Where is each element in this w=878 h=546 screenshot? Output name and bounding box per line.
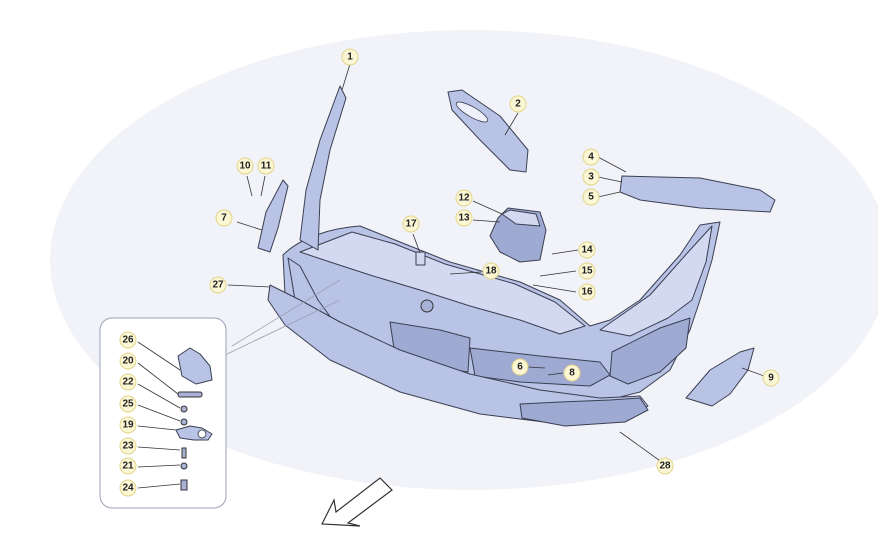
callout-18-label: 18 bbox=[485, 266, 497, 277]
tow-eye-hole bbox=[197, 429, 207, 439]
callout-12-label: 12 bbox=[458, 193, 470, 204]
callout-19: 19 bbox=[119, 416, 137, 434]
callout-20-label: 20 bbox=[122, 356, 134, 367]
callout-23-label: 23 bbox=[122, 441, 134, 452]
callout-27: 27 bbox=[209, 276, 227, 294]
callout-25: 25 bbox=[119, 395, 137, 413]
callout-1: 1 bbox=[341, 48, 359, 66]
callout-2: 2 bbox=[509, 95, 527, 113]
centre-mount-boss bbox=[420, 299, 434, 313]
callout-5-label: 5 bbox=[588, 192, 594, 203]
callout-13: 13 bbox=[455, 209, 473, 227]
callout-4: 4 bbox=[582, 148, 600, 166]
callout-28: 28 bbox=[656, 457, 674, 475]
lower-diffuser-28 bbox=[519, 397, 649, 427]
callout-8: 8 bbox=[563, 364, 581, 382]
inset-connector-lines bbox=[224, 279, 341, 356]
nut-21 bbox=[180, 462, 188, 470]
forward-direction-arrow bbox=[321, 477, 393, 527]
plate-20 bbox=[177, 391, 203, 398]
duct-cover-2-slot bbox=[455, 101, 489, 123]
callout-11-label: 11 bbox=[261, 161, 272, 172]
callout-26-label: 26 bbox=[122, 335, 134, 346]
air-duct-12-13 bbox=[489, 207, 547, 263]
callout-10-label: 10 bbox=[239, 161, 251, 172]
callout-27-label: 27 bbox=[212, 280, 224, 291]
side-flap-9 bbox=[685, 347, 755, 407]
callout-20: 20 bbox=[119, 352, 137, 370]
callout-5: 5 bbox=[582, 188, 600, 206]
bolt-23 bbox=[181, 447, 187, 459]
bumper-upper-surface bbox=[299, 231, 586, 335]
duct-panel-3-4-5 bbox=[619, 175, 776, 213]
callout-1-label: 1 bbox=[347, 52, 353, 63]
callout-9: 9 bbox=[762, 369, 780, 387]
callout-7: 7 bbox=[215, 209, 233, 227]
callout-10: 10 bbox=[236, 157, 254, 175]
callout-15: 15 bbox=[578, 262, 596, 280]
label-component-17 bbox=[415, 251, 426, 266]
callout-17-label: 17 bbox=[405, 219, 417, 230]
washer-22 bbox=[180, 405, 188, 413]
callout-6-label: 6 bbox=[517, 362, 523, 373]
callout-13-label: 13 bbox=[458, 213, 470, 224]
callout-3: 3 bbox=[582, 168, 600, 186]
callout-21: 21 bbox=[119, 457, 137, 475]
callout-21-label: 21 bbox=[122, 461, 134, 472]
air-duct-inlet bbox=[501, 209, 541, 227]
tow-bracket-26 bbox=[177, 347, 213, 385]
callout-7-label: 7 bbox=[221, 213, 227, 224]
callout-16-label: 16 bbox=[581, 287, 593, 298]
leader-lines bbox=[137, 63, 765, 489]
callout-3-label: 3 bbox=[588, 172, 594, 183]
callout-9-label: 9 bbox=[768, 373, 774, 384]
callout-23: 23 bbox=[119, 437, 137, 455]
side-vent-right bbox=[609, 317, 691, 385]
background-haze bbox=[50, 30, 878, 490]
screw-24 bbox=[180, 479, 188, 491]
callout-14: 14 bbox=[578, 241, 596, 259]
callout-8-label: 8 bbox=[569, 368, 575, 379]
callout-26: 26 bbox=[119, 331, 137, 349]
callout-17: 17 bbox=[402, 215, 420, 233]
callout-28-label: 28 bbox=[659, 461, 671, 472]
washer-25 bbox=[180, 418, 188, 426]
callout-24: 24 bbox=[119, 479, 137, 497]
callout-2-label: 2 bbox=[515, 99, 521, 110]
right-wing-section bbox=[599, 225, 713, 337]
callout-15-label: 15 bbox=[581, 266, 593, 277]
side-strip-1 bbox=[299, 85, 347, 251]
callout-6: 6 bbox=[511, 358, 529, 376]
callout-14-label: 14 bbox=[581, 245, 593, 256]
callout-22: 22 bbox=[119, 373, 137, 391]
callout-22-label: 22 bbox=[122, 377, 134, 388]
callout-19-label: 19 bbox=[122, 420, 134, 431]
callout-12: 12 bbox=[455, 189, 473, 207]
callout-18: 18 bbox=[482, 262, 500, 280]
callout-25-label: 25 bbox=[122, 399, 134, 410]
callout-16: 16 bbox=[578, 283, 596, 301]
callout-24-label: 24 bbox=[122, 483, 134, 494]
callout-11: 11 bbox=[257, 157, 275, 175]
fender-blade-7 bbox=[257, 179, 289, 253]
callout-4-label: 4 bbox=[588, 152, 594, 163]
inset-frame bbox=[99, 317, 227, 509]
